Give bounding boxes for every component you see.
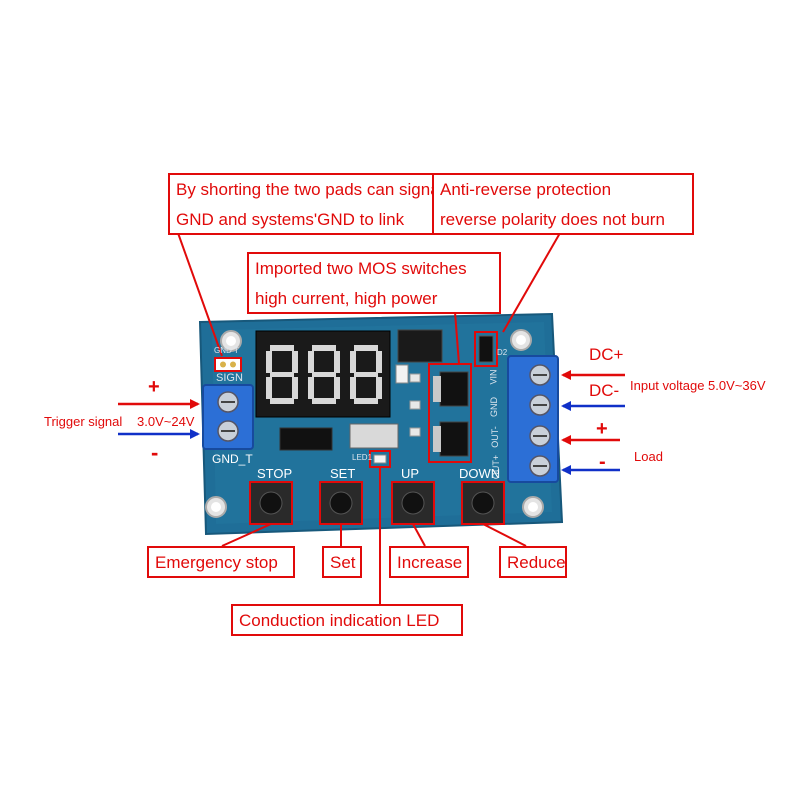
load-plus-label: + (596, 418, 608, 440)
gnd-link-callout-line-1: By shorting the two pads can signal' (176, 180, 447, 199)
set-push-button (319, 481, 363, 525)
mos-switch-callout-line-1: Imported two MOS switches (255, 259, 467, 278)
mos-switch-1 (433, 371, 469, 407)
trigger-plus-label: + (148, 376, 160, 398)
set-silkscreen: SET (330, 466, 356, 481)
dc-plus-label: DC+ (589, 345, 624, 364)
up-push-button (391, 481, 435, 525)
gnd-link-callout: By shorting the two pads can signal' GND… (168, 173, 472, 235)
stop-push-button (249, 481, 293, 525)
set-callout: Set (322, 546, 362, 578)
down-push-button (461, 481, 505, 525)
down-silkscreen: DOWN (459, 466, 501, 481)
ic-components (279, 329, 443, 451)
mos-switch-callout: Imported two MOS switches high current, … (247, 252, 501, 314)
anti-reverse-diode (474, 331, 498, 367)
gnd-t-silkscreen: GND_T (212, 452, 253, 466)
out-minus-silkscreen: OUT- (489, 426, 500, 448)
up-silkscreen: UP (401, 466, 420, 481)
seven-segment-display (255, 330, 391, 418)
increase-callout: Increase (389, 546, 469, 578)
dc-minus-label: DC- (589, 381, 620, 400)
display-digits (266, 345, 382, 404)
signal-arrows (118, 370, 625, 475)
mos-highlight-box (428, 363, 472, 463)
mos-switch-2 (433, 421, 469, 457)
trigger-range-label: 3.0V~24V (137, 414, 195, 429)
capacitors (409, 373, 421, 437)
trigger-signal-label: Trigger signal (44, 414, 123, 429)
stop-silkscreen: STOP (257, 466, 293, 481)
vin-silkscreen: VIN (488, 369, 499, 385)
anti-reverse-callout-line-2: reverse polarity does not burn (440, 210, 665, 229)
power-terminal-block (507, 355, 559, 483)
trigger-terminal-block (202, 384, 254, 450)
trigger-minus-label: - (151, 440, 159, 465)
led-callout: Conduction indication LED (231, 604, 463, 636)
led1-silkscreen: LED1 (352, 453, 373, 462)
emergency-stop-callout: Emergency stop (147, 546, 295, 578)
mounting-holes (205, 329, 544, 518)
gnd-link-callout-line-2: GND and systems'GND to link (176, 210, 405, 229)
gnd-t-small-silkscreen: GND T (214, 346, 239, 355)
d2-silkscreen: D2 (497, 348, 508, 357)
out-plus-silkscreen: OUT+ (491, 454, 502, 480)
leader-lines (177, 232, 561, 604)
gnd-silkscreen: GND (489, 397, 499, 417)
mos-switch-callout-line-2: high current, high power (255, 289, 438, 308)
reduce-callout: Reduce (499, 546, 567, 578)
sign-silkscreen: SIGN (216, 372, 243, 384)
input-voltage-label: Input voltage 5.0V~36V (630, 378, 766, 393)
anti-reverse-callout: Anti-reverse protection reverse polarity… (432, 173, 694, 235)
load-label: Load (634, 449, 663, 464)
signal-gnd-pads (214, 357, 242, 372)
anti-reverse-callout-line-1: Anti-reverse protection (440, 180, 612, 199)
load-minus-label: - (599, 451, 606, 473)
